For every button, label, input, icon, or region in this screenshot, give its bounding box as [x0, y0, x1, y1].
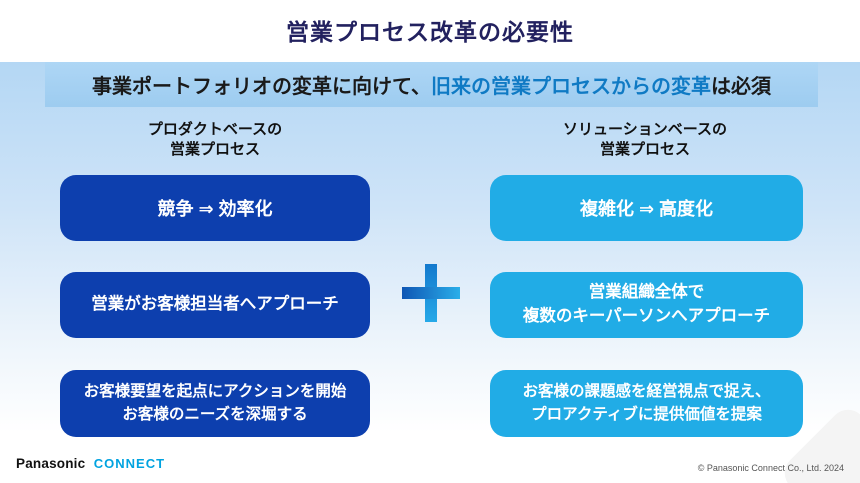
box-text-line: 競争 ⇒ 効率化: [157, 199, 273, 219]
page-title: 営業プロセス改革の必要性: [286, 19, 574, 45]
banner-text-highlight: 旧来の営業プロセスからの変革: [431, 76, 711, 98]
column-header-product-base: プロダクトベースの 営業プロセス: [60, 120, 370, 161]
column-header-solution-base: ソリューションベースの 営業プロセス: [490, 120, 800, 161]
banner-text-suffix: は必須: [711, 76, 771, 98]
key-message-banner: 事業ポートフォリオの変革に向けて、 旧来の営業プロセスからの変革 は必須: [45, 62, 818, 107]
column-header-line: 営業プロセス: [599, 141, 690, 159]
panasonic-connect-logo: Panasonic CONNECT: [16, 455, 165, 473]
column-header-line: ソリューションベースの: [563, 121, 727, 138]
plus-icon-horizontal-bar: [402, 287, 460, 299]
box-text-line: お客様の課題感を経営視点で捉え、: [522, 383, 771, 401]
process-box-right-1: 複雑化 ⇒ 高度化: [490, 175, 803, 241]
plus-icon: [402, 264, 460, 322]
box-text-line: お客様のニーズを深堀する: [122, 405, 308, 423]
process-box-left-3: お客様要望を起点にアクションを開始 お客様のニーズを深堀する: [60, 370, 370, 437]
copyright-text: © Panasonic Connect Co., Ltd. 2024: [697, 463, 844, 473]
column-header-line: 営業プロセス: [169, 141, 260, 159]
logo-text-connect: CONNECT: [93, 456, 166, 471]
logo-text-panasonic: Panasonic: [16, 456, 86, 471]
banner-text-prefix: 事業ポートフォリオの変革に向けて、: [92, 76, 431, 98]
process-box-left-2: 営業がお客様担当者へアプローチ: [60, 272, 370, 338]
process-box-left-1: 競争 ⇒ 効率化: [60, 175, 370, 241]
box-text-line: 営業組織全体で: [588, 283, 705, 302]
box-text-line: プロアクティブに提供価値を提案: [531, 405, 762, 423]
process-box-right-3: お客様の課題感を経営視点で捉え、 プロアクティブに提供価値を提案: [490, 370, 803, 437]
footer: Panasonic CONNECT © Panasonic Connect Co…: [0, 443, 860, 483]
box-text-line: お客様要望を起点にアクションを開始: [83, 383, 347, 401]
column-header-line: プロダクトベースの: [147, 121, 283, 138]
box-text-line: 複数のキーパーソンへアプローチ: [522, 307, 771, 325]
box-text-line: 営業がお客様担当者へアプローチ: [91, 295, 339, 314]
box-text-line: 複雑化 ⇒ 高度化: [579, 199, 714, 219]
process-box-right-2: 営業組織全体で 複数のキーパーソンへアプローチ: [490, 272, 803, 338]
